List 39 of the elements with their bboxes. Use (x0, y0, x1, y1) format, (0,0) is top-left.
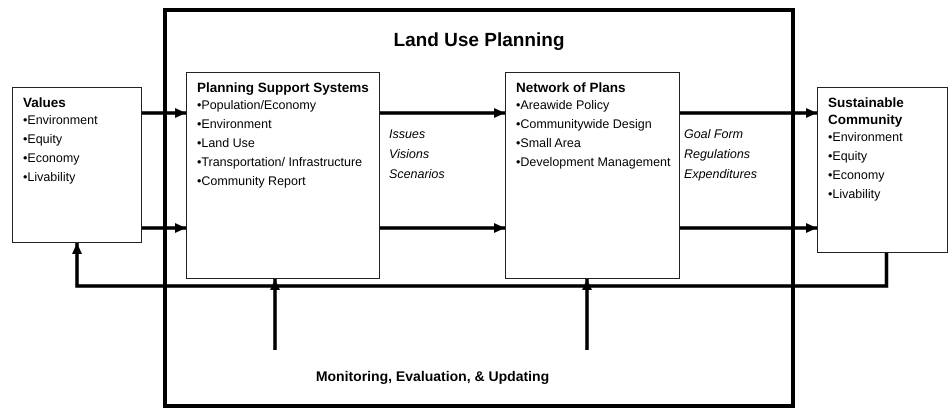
arrow (380, 108, 505, 118)
bullet-item: •Environment (23, 112, 99, 129)
box-heading: Land Use Planning (392, 30, 566, 52)
bullet-item: •Environment (828, 129, 904, 146)
arrow (680, 108, 817, 118)
bullet-item: •Development Management (516, 154, 672, 171)
box-heading: Network of Plans (516, 79, 627, 96)
flow-note: Goal Form Regulations Expenditures (684, 126, 758, 183)
bullet-item: •Equity (828, 148, 868, 165)
bullet-item: •Livability (23, 169, 76, 186)
bullet-item: •Economy (828, 167, 886, 184)
bullet-item: •Equity (23, 131, 64, 148)
bullet-item: •Land Use (197, 135, 256, 152)
process-box (186, 72, 380, 279)
arrow (142, 108, 186, 118)
arrow (270, 279, 280, 350)
planning-frame (163, 8, 795, 408)
arrow (680, 223, 817, 233)
process-label: Monitoring, Evaluation, & Updating (314, 368, 550, 384)
bullet-item: •Community Report (197, 173, 307, 190)
process-box (12, 87, 142, 243)
arrow (142, 223, 186, 233)
process-box (505, 72, 680, 279)
bullet-item: •Communitywide Design (516, 116, 653, 133)
box-heading: Sustainable Community (828, 94, 905, 128)
flow-note: Issues Visions Scenarios (389, 126, 446, 183)
arrow (72, 243, 888, 288)
box-heading: Values (23, 94, 67, 111)
bullet-item: •Areawide Policy (516, 97, 610, 114)
bullet-item: •Economy (23, 150, 80, 167)
bullet-item: •Livability (828, 186, 882, 203)
arrow (582, 279, 592, 350)
bullet-item: •Population/Economy (197, 97, 318, 114)
box-heading: Planning Support Systems (197, 79, 370, 96)
bullet-item: •Environment (197, 116, 273, 133)
arrow (380, 223, 505, 233)
process-box (817, 87, 948, 253)
bullet-item: •Small Area (516, 135, 582, 152)
bullet-item: •Transportation/ Infrastructure (197, 154, 364, 171)
